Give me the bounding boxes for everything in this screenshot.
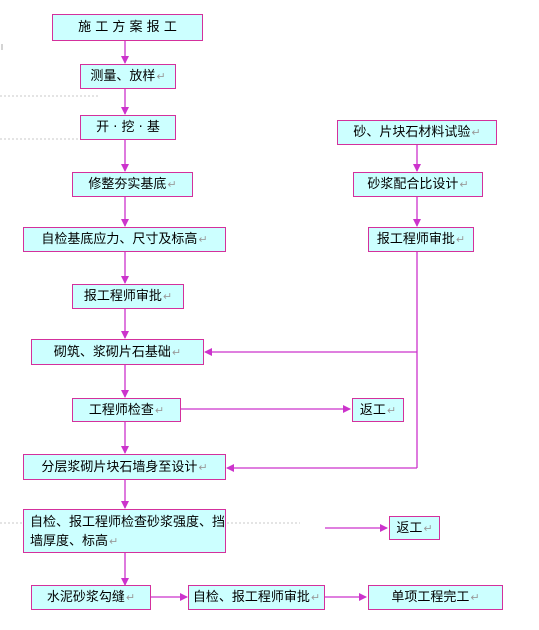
return-mark: ↵	[386, 403, 397, 417]
node-cement-joint: 水泥砂浆勾缝↵	[31, 585, 151, 610]
node-engineer-check: 工程师检查↵	[72, 398, 181, 422]
node-label: 开 · 挖 · 基	[96, 120, 160, 135]
node-engineer-approval-2: 自检、报工程师审批↵	[188, 585, 325, 610]
return-mark: ↵	[310, 591, 321, 604]
node-label: 工程师检查	[88, 402, 154, 418]
return-mark: ↵	[156, 70, 166, 83]
return-mark: ↵	[470, 591, 480, 604]
return-mark: ↵	[198, 233, 208, 246]
node-label: 水泥砂浆勾缝	[46, 590, 125, 605]
return-mark: ↵	[125, 591, 136, 604]
node-self-check-base: 自检基底应力、尺寸及标高↵	[23, 227, 226, 252]
node-label: 分层浆砌片块石墙身至设计	[41, 459, 198, 475]
node-label: 砂、片块石材料试验	[353, 125, 471, 140]
return-mark: ↵	[455, 233, 466, 246]
node-label: 返工	[396, 520, 423, 536]
node-final-check: 自检、报工程师检查砂浆强度、挡墙厚度、标高↵	[23, 509, 226, 553]
node-label: 砂浆配合比设计	[367, 177, 459, 192]
node-label: 报工程师审批	[376, 232, 455, 247]
node-base-trim: 修整夯实基底↵	[72, 172, 193, 197]
node-label: 单项工程完工	[391, 590, 470, 605]
return-mark: ↵	[423, 521, 433, 535]
node-mortar-design: 砂浆配合比设计↵	[353, 172, 483, 197]
node-masonry-base: 砌筑、浆砌片石基础↵	[31, 339, 204, 365]
node-layered-masonry: 分层浆砌片块石墙身至设计↵	[23, 454, 226, 480]
return-mark: ↵	[167, 178, 177, 191]
node-completion: 单项工程完工↵	[368, 585, 503, 610]
node-rework-2: 返工↵	[389, 516, 440, 540]
node-construction-plan: 施 工 方 案 报 工	[52, 14, 203, 41]
return-mark: ↵	[154, 403, 165, 417]
node-material-test: 砂、片块石材料试验↵	[337, 120, 497, 145]
node-label: 返工	[359, 402, 386, 418]
node-label: 砌筑、浆砌片石基础	[53, 344, 171, 360]
node-label: 自检、报工程师审批	[192, 590, 310, 605]
node-engineer-approval-1: 报工程师审批↵	[72, 284, 184, 309]
node-label: 修整夯实基底	[88, 177, 167, 192]
node-label: 报工程师审批	[83, 289, 162, 304]
node-label: 施 工 方 案 报 工	[78, 20, 177, 35]
node-label: 自检、报工程师检查砂浆强度、挡墙厚度、标高↵	[30, 514, 226, 549]
return-mark: ↵	[471, 126, 481, 139]
return-mark: ↵	[109, 534, 119, 548]
node-label: 自检基底应力、尺寸及标高	[41, 232, 198, 247]
node-engineer-approval-3: 报工程师审批↵	[368, 227, 474, 252]
node-rework-1: 返工↵	[352, 398, 404, 422]
return-mark: ↵	[162, 290, 173, 303]
return-mark: ↵	[459, 178, 469, 191]
return-mark: ↵	[198, 460, 208, 474]
return-mark: ↵	[171, 345, 182, 359]
node-survey: 测量、放样↵	[80, 64, 176, 89]
node-label: 测量、放样	[90, 69, 156, 84]
node-excavation: 开 · 挖 · 基	[80, 115, 176, 140]
